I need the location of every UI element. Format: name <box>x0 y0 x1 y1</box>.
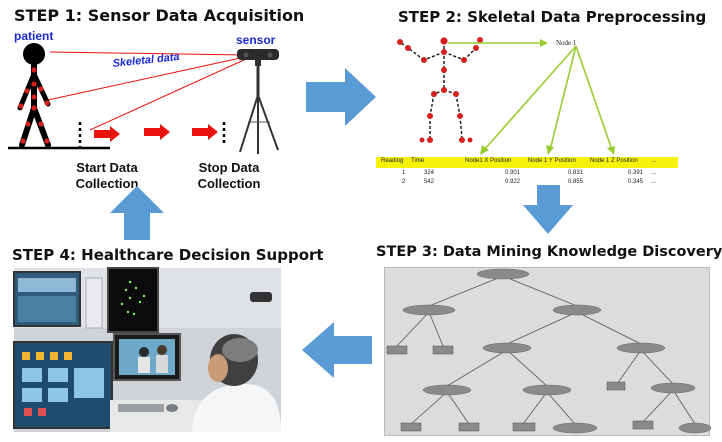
start-caption-line2: Collection <box>75 176 139 191</box>
skeleton-lines <box>399 39 481 139</box>
patient-figure <box>17 43 51 148</box>
table-header-cell: Reading <box>381 158 404 164</box>
table-cell: 0.922 <box>505 179 521 185</box>
tree-leaf-nodes <box>386 345 654 432</box>
sensor-device <box>237 49 279 154</box>
table-cell: ... <box>651 170 657 176</box>
arrow-step2-to-step3 <box>523 185 573 234</box>
decision-tree <box>386 268 712 434</box>
table-cell: 2 <box>402 179 406 185</box>
step3-title: STEP 3: Data Mining Knowledge Discovery <box>376 244 722 260</box>
red-arrow-3 <box>192 124 218 140</box>
stop-caption: Stop Data Collection <box>184 160 274 192</box>
red-arrow-1 <box>94 126 120 142</box>
table-header-cell: Time <box>411 158 425 164</box>
table-header-cell: Node 1 Z Position <box>590 158 638 164</box>
table-cell: 0.391 <box>628 170 644 176</box>
sensor-ray-2 <box>47 56 246 101</box>
arrow-step4-to-step1 <box>110 186 164 240</box>
stop-caption-line2: Collection <box>197 176 261 191</box>
workstation-illustration <box>13 267 281 432</box>
step2-title: STEP 2: Skeletal Data Preprocessing <box>398 8 707 26</box>
stop-caption-line1: Stop Data <box>198 160 260 175</box>
decision-tree-panel <box>384 267 712 436</box>
flow-arrows <box>110 68 573 378</box>
step1-scene <box>8 43 279 154</box>
sensor-ray-1 <box>49 51 246 56</box>
walk-arrows <box>94 124 218 142</box>
table-cell: 0.855 <box>568 179 584 185</box>
table-header-cell: Node1 X Position <box>465 158 512 164</box>
table-header-band <box>376 157 678 168</box>
tree-edges <box>396 275 696 425</box>
clinician-figure <box>192 334 281 432</box>
skeleton-display <box>107 267 159 333</box>
clinician-workstation-photo <box>13 267 281 432</box>
red-arrow-2 <box>144 124 170 140</box>
sensor-label: sensor <box>236 33 276 47</box>
table-header-cell: Node 1 Y Position <box>528 158 576 164</box>
table-cell: 0.831 <box>568 170 584 176</box>
step4-title: STEP 4: Healthcare Decision Support <box>12 246 324 264</box>
table-cell: 542 <box>424 179 435 185</box>
patient-head <box>23 43 45 65</box>
figure-canvas: STEP 1: Sensor Data Acquisition patient … <box>8 6 722 436</box>
skeleton-diagram <box>397 37 615 155</box>
start-caption: Start Data Collection <box>62 160 152 192</box>
arrow-step1-to-step2 <box>306 68 376 126</box>
node1-label: Node 1 <box>556 39 577 47</box>
patient-label: patient <box>14 29 54 43</box>
start-caption-line1: Start Data <box>76 160 138 175</box>
skeleton-joints <box>397 37 483 143</box>
table-cell: 324 <box>424 170 435 176</box>
table-cell: 0.901 <box>505 170 521 176</box>
step1-title: STEP 1: Sensor Data Acquisition <box>14 6 305 25</box>
table-header-cell: ... <box>651 158 657 164</box>
tree-decision-nodes <box>402 268 712 434</box>
arrow-step3-to-step4 <box>302 322 372 378</box>
table-cell: 1 <box>402 170 406 176</box>
table-cell: ... <box>651 179 657 185</box>
table-cell: 0.345 <box>628 179 644 185</box>
node-arrows <box>448 39 615 155</box>
sensor-ray-3 <box>89 58 247 131</box>
